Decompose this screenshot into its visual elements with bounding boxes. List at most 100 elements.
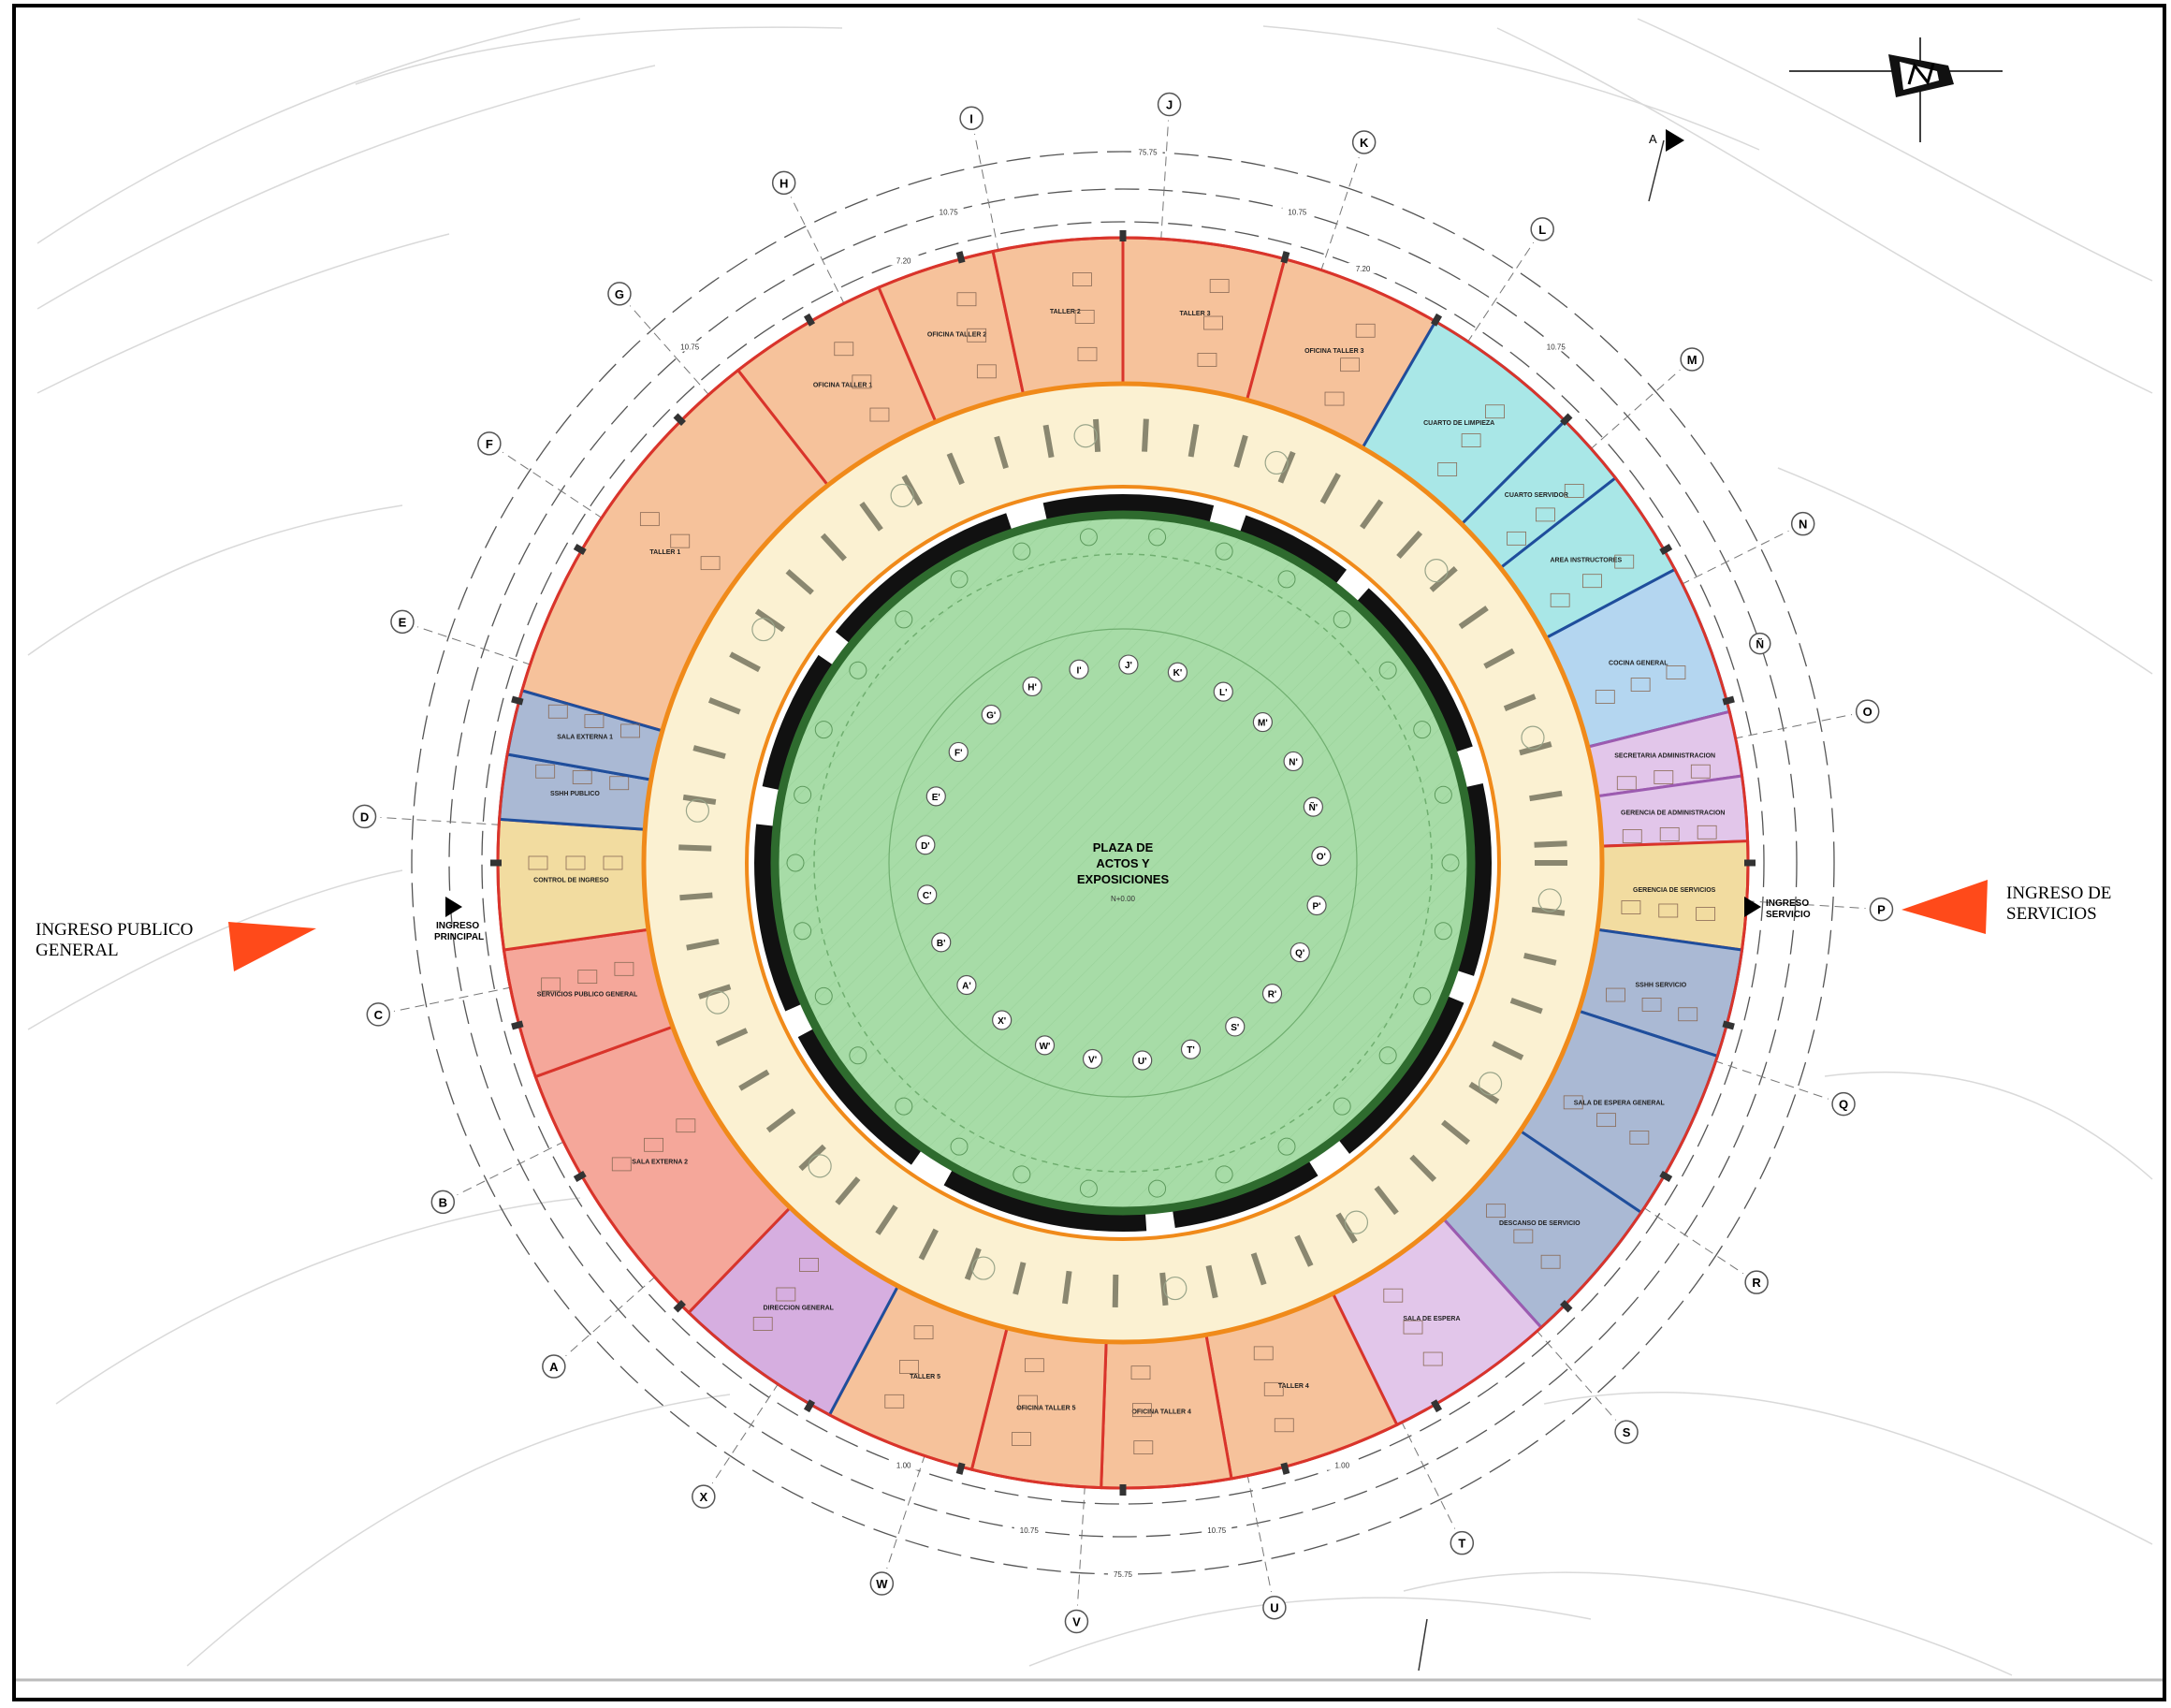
furniture-mark bbox=[899, 1360, 919, 1374]
outer-pilaster bbox=[803, 1399, 816, 1413]
dimension-gap bbox=[1202, 1524, 1232, 1535]
room-label: SALA DE ESPERA bbox=[1403, 1316, 1460, 1322]
plaza-tree-icon bbox=[1378, 661, 1397, 679]
inner-axis-bubble bbox=[931, 932, 952, 953]
plaza-tree-icon bbox=[1215, 1165, 1233, 1184]
axis-line bbox=[711, 1369, 788, 1484]
inner-axis-label: E' bbox=[932, 793, 940, 803]
axis-label: S bbox=[1623, 1425, 1631, 1439]
axis-bubble bbox=[430, 1190, 456, 1215]
planter-icon bbox=[1478, 1072, 1503, 1096]
corridor-column bbox=[1509, 998, 1543, 1015]
furniture-mark bbox=[1132, 1403, 1152, 1418]
furniture-mark bbox=[614, 961, 634, 976]
dimension-value: 10.75 bbox=[1288, 209, 1307, 217]
axis-label: I bbox=[969, 111, 973, 125]
room-label: GERENCIA DE ADMINISTRACION bbox=[1621, 810, 1725, 817]
inner-axis-label: M' bbox=[1258, 719, 1268, 729]
axis-bubble bbox=[352, 804, 377, 829]
furniture-mark bbox=[967, 328, 987, 343]
corridor-column bbox=[1294, 1234, 1314, 1267]
axis-line bbox=[393, 984, 528, 1012]
axis-line bbox=[886, 1439, 931, 1569]
outer-pilaster bbox=[1659, 543, 1673, 556]
furniture-mark bbox=[884, 1394, 905, 1409]
furniture-mark bbox=[620, 723, 640, 738]
outer-pilaster bbox=[511, 1020, 524, 1030]
axis-label: D bbox=[360, 810, 369, 824]
plaza-tree-icon bbox=[1441, 854, 1460, 872]
inner-axis-label: C' bbox=[923, 891, 932, 901]
plaza-tree-icon bbox=[1413, 986, 1432, 1005]
furniture-mark bbox=[1690, 764, 1711, 779]
axis-label-extra: Ñ bbox=[1756, 637, 1764, 651]
axis-label: P bbox=[1877, 903, 1886, 917]
furniture-mark bbox=[1253, 1346, 1274, 1361]
plaza-tree-icon bbox=[1333, 1097, 1351, 1116]
corridor-inner-edge bbox=[745, 485, 1501, 1241]
corridor-column bbox=[875, 1204, 898, 1235]
plaza-tree-icon bbox=[1013, 1165, 1031, 1184]
dimension-gap bbox=[1327, 1459, 1358, 1470]
corridor-column bbox=[1233, 434, 1248, 468]
inner-axis-label: I' bbox=[1076, 665, 1081, 676]
plaza-tree-icon bbox=[814, 721, 833, 739]
plaza-tree-icon bbox=[950, 570, 969, 589]
inner-axis-bubble bbox=[915, 835, 936, 855]
furniture-mark bbox=[584, 714, 605, 728]
site-contour-lines bbox=[27, 18, 2153, 1676]
inner-axis-bubbles: A'B'C'D'E'F'G'H'I'J'K'L'M'N'Ñ'O'P'Q'R'S'… bbox=[915, 654, 1332, 1071]
axis-line bbox=[974, 133, 1002, 268]
furniture-mark bbox=[1485, 404, 1505, 419]
furniture-mark bbox=[1133, 1440, 1154, 1455]
outer-pilaster bbox=[803, 313, 816, 327]
corridor-column bbox=[1492, 1041, 1524, 1060]
room-label: TALLER 2 bbox=[1050, 309, 1081, 315]
plaza-tree-icon bbox=[1277, 570, 1296, 589]
corridor-column bbox=[1441, 1119, 1471, 1146]
axis-line bbox=[1315, 156, 1360, 286]
plaza-trees bbox=[786, 528, 1460, 1198]
axis-line bbox=[1718, 714, 1853, 742]
furniture-mark bbox=[1197, 353, 1217, 367]
axis-line bbox=[1729, 899, 1866, 910]
furniture-mark bbox=[1595, 690, 1615, 704]
furniture-mark bbox=[1074, 310, 1095, 324]
room-label: TALLER 5 bbox=[910, 1374, 940, 1380]
axis-label: W bbox=[876, 1577, 888, 1591]
corridor-column bbox=[1523, 953, 1557, 966]
room-label: SECRETARIA ADMINISTRACION bbox=[1614, 752, 1715, 759]
corridor-column bbox=[1013, 1262, 1027, 1295]
axis-line bbox=[1244, 1458, 1272, 1593]
axis-line bbox=[1458, 241, 1535, 357]
furniture-mark bbox=[1203, 315, 1223, 330]
axis-bubble bbox=[607, 282, 632, 306]
inner-axis-label: W' bbox=[1040, 1042, 1051, 1052]
room-label: CUARTO DE LIMPIEZA bbox=[1423, 420, 1494, 427]
room-label: COCINA GENERAL bbox=[1609, 661, 1668, 667]
inner-axis-bubble bbox=[1252, 711, 1273, 733]
planter-icon bbox=[685, 798, 710, 823]
planter-icon bbox=[1521, 725, 1545, 750]
corridor-column bbox=[738, 1069, 770, 1091]
inner-axis-bubble bbox=[948, 741, 969, 763]
axis-line bbox=[629, 305, 721, 408]
corridor-column bbox=[918, 1228, 939, 1261]
plaza-tree-icon bbox=[1434, 785, 1452, 804]
plaza-hatch bbox=[775, 515, 1471, 1211]
corridor-column bbox=[1409, 1154, 1437, 1182]
dimension-value: 10.75 bbox=[1020, 1526, 1040, 1535]
corridor-column bbox=[859, 501, 883, 532]
dimension-value: 1.00 bbox=[1334, 1462, 1349, 1470]
furniture-mark bbox=[676, 1118, 696, 1133]
furniture-mark bbox=[1564, 484, 1584, 498]
plaza-stands-ring bbox=[770, 510, 1476, 1216]
furniture-mark bbox=[1209, 279, 1230, 293]
dimension-value: 7.20 bbox=[896, 256, 911, 265]
section-line-bottom bbox=[1418, 1618, 1428, 1672]
axis-label: A bbox=[549, 1360, 559, 1374]
furniture-mark bbox=[1403, 1320, 1423, 1335]
inner-axis-bubble bbox=[917, 884, 938, 905]
corridor-column bbox=[707, 697, 741, 715]
furniture-mark bbox=[1383, 1288, 1404, 1303]
